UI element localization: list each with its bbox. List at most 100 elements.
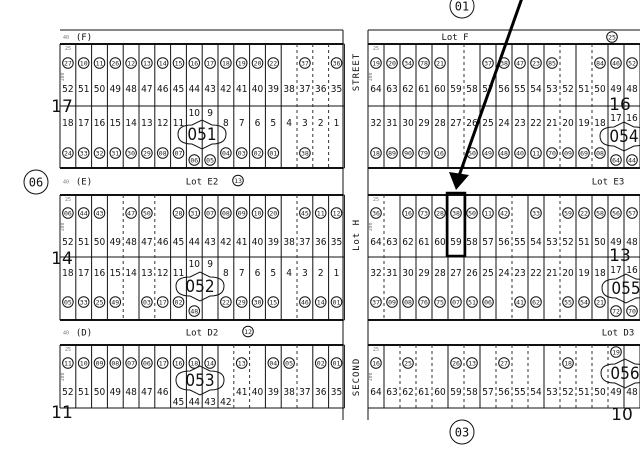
lot-number[interactable]: 48	[626, 237, 638, 248]
lot-number[interactable]: 43	[204, 237, 215, 248]
lot-number[interactable]: 50	[94, 387, 106, 398]
lot-number[interactable]: 51	[78, 84, 89, 95]
lot-number[interactable]: 20	[562, 118, 574, 129]
lot-number[interactable]: 62	[402, 237, 413, 248]
parcel-number[interactable]: 73	[420, 209, 428, 217]
parcel-number[interactable]: 07	[206, 209, 214, 217]
lot-number[interactable]: 49	[610, 237, 622, 248]
parcel-number[interactable]: 25	[404, 359, 412, 367]
lot-number[interactable]: 17	[78, 268, 89, 279]
lot-number[interactable]: 47	[141, 84, 152, 95]
lot-number[interactable]: 10	[189, 259, 201, 270]
lot-number[interactable]: 39	[268, 237, 280, 248]
parcel-number[interactable]: 08	[111, 359, 119, 367]
lot-number[interactable]: 48	[125, 237, 137, 248]
lot-number[interactable]: 21	[546, 268, 557, 279]
parcel-number[interactable]: 47	[127, 209, 135, 217]
lot-number[interactable]: 63	[386, 387, 397, 398]
parcel-number[interactable]: 16	[175, 359, 183, 367]
lot-number[interactable]: 64	[370, 387, 382, 398]
lot-number[interactable]: 14	[125, 268, 137, 279]
parcel-number[interactable]: 26	[111, 59, 119, 67]
parcel-number[interactable]: 07	[175, 149, 183, 157]
parcel-number[interactable]: 10	[80, 59, 88, 67]
parcel-number[interactable]: 18	[222, 59, 230, 67]
lot-number[interactable]: 28	[434, 268, 446, 279]
lot-number[interactable]: 22	[530, 268, 541, 279]
parcel-number[interactable]: 48	[500, 149, 508, 157]
parcel-number[interactable]: 07	[452, 298, 460, 306]
parcel-number[interactable]: 27	[500, 359, 508, 367]
parcel-number[interactable]: 21	[596, 298, 604, 306]
parcel-number[interactable]: 20	[388, 59, 396, 67]
parcel-number[interactable]: 34	[404, 59, 412, 67]
lot-number[interactable]: 3	[302, 268, 308, 279]
lot-number[interactable]: 53	[546, 237, 557, 248]
lot-number[interactable]: 58	[466, 237, 478, 248]
lot-number[interactable]: 40	[252, 84, 264, 95]
parcel-number[interactable]: 06	[143, 359, 151, 367]
parcel-number[interactable]: 42	[500, 209, 508, 217]
parcel-number[interactable]: 12	[333, 209, 341, 217]
lot-number[interactable]: 5	[270, 268, 276, 279]
parcel-number[interactable]: 06	[190, 156, 198, 164]
lot-number[interactable]: 64	[370, 84, 382, 95]
parcel-number[interactable]: 23	[532, 59, 540, 67]
lot-number[interactable]: 12	[157, 268, 168, 279]
lot-number[interactable]: 5	[270, 118, 276, 129]
parcel-number[interactable]: 40	[516, 149, 524, 157]
lot-number[interactable]: 26	[466, 118, 478, 129]
lot-number[interactable]: 11	[173, 118, 184, 129]
parcel-number[interactable]: 36	[333, 59, 341, 67]
parcel-number[interactable]: 12	[244, 328, 252, 336]
lot-number[interactable]: 59	[450, 237, 462, 248]
lot-number[interactable]: 4	[286, 268, 292, 279]
parcel-number[interactable]: 08	[159, 149, 167, 157]
parcel-number[interactable]: 11	[96, 59, 104, 67]
lot-number[interactable]: 46	[157, 387, 169, 398]
lot-number[interactable]: 28	[434, 118, 446, 129]
lot-number[interactable]: 2	[318, 268, 324, 279]
lot-number[interactable]: 20	[562, 268, 574, 279]
lot-number[interactable]: 6	[255, 268, 261, 279]
lot-number[interactable]: 53	[546, 84, 557, 95]
lot-number[interactable]: 31	[386, 118, 397, 129]
parcel-number[interactable]: 10	[80, 359, 88, 367]
lot-number[interactable]: 62	[402, 387, 413, 398]
lot-number[interactable]: 64	[370, 237, 382, 248]
parcel-number[interactable]: 02	[254, 149, 262, 157]
parcel-number[interactable]: 30	[254, 298, 262, 306]
lot-number[interactable]: 40	[252, 237, 264, 248]
parcel-number[interactable]: 05	[285, 359, 293, 367]
parcel-number[interactable]: 08	[222, 209, 230, 217]
parcel-number[interactable]: 69	[580, 149, 588, 157]
lot-number[interactable]: 46	[157, 84, 169, 95]
parcel-number[interactable]: 62	[532, 298, 540, 306]
lot-number[interactable]: 51	[78, 387, 89, 398]
lot-number[interactable]: 63	[386, 237, 397, 248]
lot-number[interactable]: 3	[302, 118, 308, 129]
lot-number[interactable]: 39	[268, 387, 280, 398]
parcel-number[interactable]: 58	[596, 209, 604, 217]
parcel-number[interactable]: 08	[404, 298, 412, 306]
parcel-number[interactable]: 17	[159, 298, 167, 306]
lot-number[interactable]: 50	[594, 237, 606, 248]
lot-number[interactable]: 59	[450, 84, 462, 95]
lot-number[interactable]: 57	[482, 387, 493, 398]
parcel-number[interactable]: 13	[238, 359, 246, 367]
page-ref-number[interactable]: 01	[455, 0, 469, 14]
lot-number[interactable]: 44	[189, 237, 201, 248]
lot-number[interactable]: 54	[530, 237, 542, 248]
parcel-number[interactable]: 50	[143, 209, 151, 217]
parcel-number[interactable]: 07	[127, 359, 135, 367]
parcel-number[interactable]: 36	[372, 209, 380, 217]
parcel-number[interactable]: 31	[111, 149, 119, 157]
lot-number[interactable]: 7	[239, 268, 245, 279]
lot-number[interactable]: 44	[189, 84, 201, 95]
parcel-number[interactable]: 06	[64, 209, 72, 217]
lot-number[interactable]: 25	[482, 268, 493, 279]
lot-number[interactable]: 38	[283, 387, 295, 398]
highlighted-lot-outline[interactable]	[445, 191, 467, 258]
parcel-number[interactable]: 37	[484, 59, 492, 67]
lot-number[interactable]: 18	[62, 118, 74, 129]
